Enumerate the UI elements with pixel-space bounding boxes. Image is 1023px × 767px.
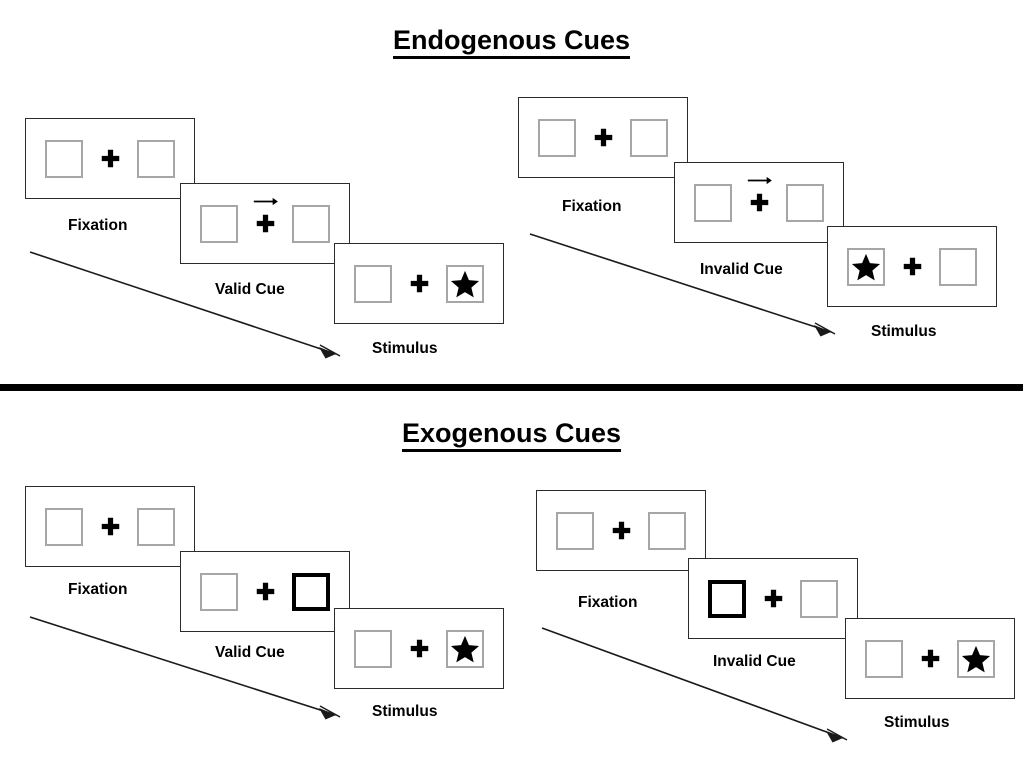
- section-title-exogenous: Exogenous Cues: [0, 418, 1023, 452]
- placeholder-box-right: [648, 511, 686, 550]
- placeholder-box-right: [939, 247, 977, 286]
- panel-endogenous-invalid-stimulus: [827, 226, 997, 307]
- fixation-cross: [592, 125, 614, 151]
- target-box-right: [446, 264, 484, 303]
- caption-endogenous-invalid-stimulus: Stimulus: [871, 323, 937, 340]
- stimulus-array: [45, 139, 175, 178]
- target-box-left: [847, 247, 885, 286]
- stimulus-array: [694, 176, 824, 222]
- stimulus-array: [708, 579, 838, 618]
- fixation-cross: [610, 518, 632, 544]
- target-box-right: [957, 639, 995, 678]
- placeholder-box-left: [694, 183, 732, 222]
- plus-icon: [612, 521, 630, 540]
- star-icon: [851, 253, 881, 280]
- section-title-endogenous: Endogenous Cues: [0, 25, 1023, 59]
- panel-exogenous-invalid-stimulus: [845, 618, 1015, 699]
- panel-exogenous-valid-stimulus: [334, 608, 504, 689]
- time-flow-arrow-exogenous-valid: [29, 616, 341, 720]
- caption-exogenous-invalid-stimulus: Stimulus: [884, 714, 950, 731]
- placeholder-box-right: [137, 507, 175, 546]
- stimulus-array: [354, 264, 484, 303]
- plus-icon: [101, 149, 119, 168]
- time-flow-arrow-endogenous-invalid: [529, 233, 836, 337]
- plus-icon: [594, 128, 612, 147]
- time-flow-arrow-endogenous-valid: [29, 251, 341, 359]
- caption-exogenous-valid-stimulus: Stimulus: [372, 703, 438, 720]
- fixation-cross: [99, 146, 121, 172]
- caption-exogenous-valid-cue: Valid Cue: [215, 644, 285, 661]
- caption-endogenous-valid-cue: Valid Cue: [215, 281, 285, 298]
- caption-endogenous-valid-stimulus: Stimulus: [372, 340, 438, 357]
- fixation-cross: [901, 254, 923, 280]
- fixation-cross: [408, 271, 430, 297]
- placeholder-box-left: [354, 264, 392, 303]
- panel-endogenous-invalid-cue: [674, 162, 844, 243]
- plus-icon: [903, 257, 921, 276]
- panel-exogenous-invalid-cue: [688, 558, 858, 639]
- placeholder-box-right: [800, 579, 838, 618]
- caption-endogenous-invalid-cue: Invalid Cue: [700, 261, 783, 278]
- arrow-right-icon: [747, 176, 772, 184]
- panel-exogenous-invalid-fixation: [536, 490, 706, 571]
- placeholder-box-right: [630, 118, 668, 157]
- plus-icon: [256, 582, 274, 601]
- panel-exogenous-valid-cue: [180, 551, 350, 632]
- placeholder-box-right: [292, 204, 330, 243]
- star-icon: [961, 645, 991, 672]
- plus-icon: [764, 589, 782, 608]
- time-flow-arrow-exogenous-invalid: [541, 627, 848, 743]
- placeholder-box-left: [45, 139, 83, 178]
- arrow-right-icon: [253, 197, 278, 205]
- placeholder-box-left: [45, 507, 83, 546]
- stimulus-array: [556, 511, 686, 550]
- panel-endogenous-invalid-fixation: [518, 97, 688, 178]
- caption-endogenous-invalid-fixation: Fixation: [562, 198, 622, 215]
- star-icon: [450, 270, 480, 297]
- panel-exogenous-valid-fixation: [25, 486, 195, 567]
- placeholder-box-left: [200, 204, 238, 243]
- section-title-endogenous-text: Endogenous Cues: [392, 25, 630, 59]
- panel-endogenous-valid-cue: [180, 183, 350, 264]
- fixation-cross: [919, 646, 941, 672]
- plus-icon: [410, 274, 428, 293]
- stimulus-array: [865, 639, 995, 678]
- cued-box-right: [292, 572, 330, 611]
- caption-endogenous-valid-fixation: Fixation: [68, 217, 128, 234]
- stimulus-array: [354, 629, 484, 668]
- plus-icon: [410, 639, 428, 658]
- fixation-cross: [762, 586, 784, 612]
- fixation-cross: [254, 579, 276, 605]
- caption-exogenous-invalid-fixation: Fixation: [578, 594, 638, 611]
- placeholder-box-left: [200, 572, 238, 611]
- stimulus-array: [200, 197, 330, 243]
- caption-exogenous-valid-fixation: Fixation: [68, 581, 128, 598]
- stimulus-array: [847, 247, 977, 286]
- placeholder-box-right: [137, 139, 175, 178]
- section-title-exogenous-text: Exogenous Cues: [401, 418, 622, 452]
- placeholder-box-left: [865, 639, 903, 678]
- stimulus-array: [200, 572, 330, 611]
- fixation-cross-with-cue: [253, 197, 278, 237]
- section-divider: [0, 384, 1023, 391]
- placeholder-box-left: [556, 511, 594, 550]
- fixation-cross: [408, 636, 430, 662]
- fixation-cross: [99, 514, 121, 540]
- plus-icon: [256, 214, 274, 233]
- panel-endogenous-valid-fixation: [25, 118, 195, 199]
- panel-endogenous-valid-stimulus: [334, 243, 504, 324]
- stimulus-array: [538, 118, 668, 157]
- cued-box-left: [708, 579, 746, 618]
- stimulus-array: [45, 507, 175, 546]
- plus-icon: [921, 649, 939, 668]
- star-icon: [450, 635, 480, 662]
- placeholder-box-left: [354, 629, 392, 668]
- placeholder-box-right: [786, 183, 824, 222]
- placeholder-box-left: [538, 118, 576, 157]
- caption-exogenous-invalid-cue: Invalid Cue: [713, 653, 796, 670]
- fixation-cross-with-cue: [747, 176, 772, 216]
- target-box-right: [446, 629, 484, 668]
- plus-icon: [101, 517, 119, 536]
- plus-icon: [750, 193, 768, 212]
